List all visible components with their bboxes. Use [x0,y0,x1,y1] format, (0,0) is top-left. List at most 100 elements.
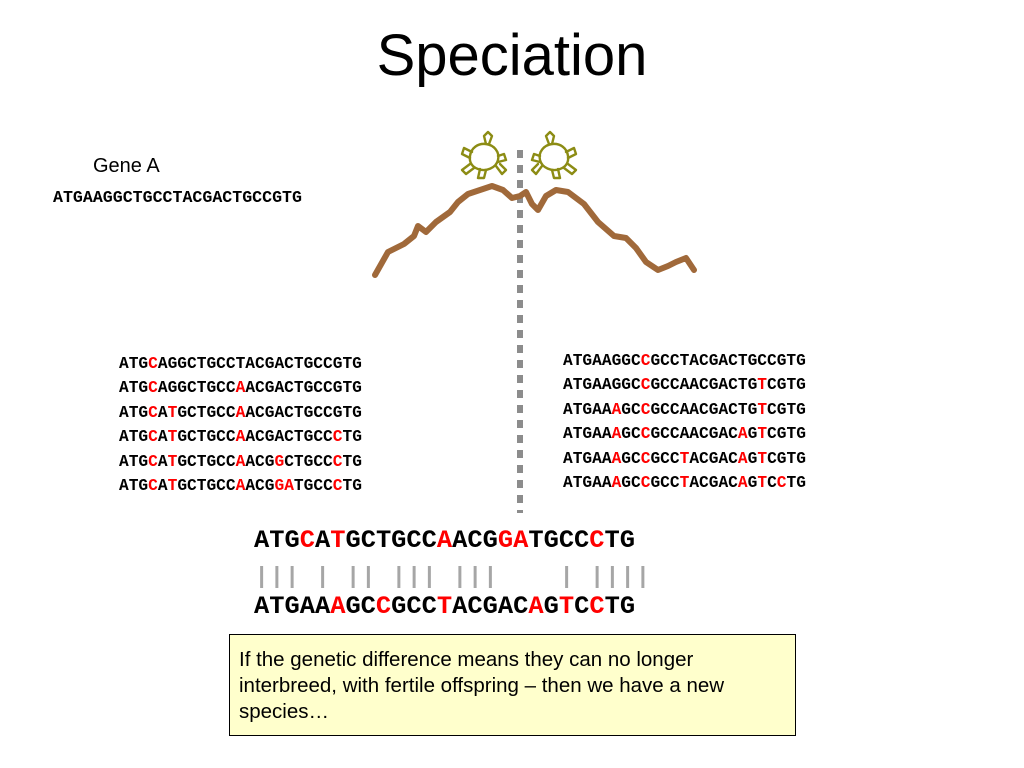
mutation-base: A [611,449,622,468]
base-run: A [157,476,168,495]
base-run: CGTG [767,400,806,419]
base-run: CGTG [767,376,806,395]
base-run: TG [786,473,806,492]
mutation-base: G [274,452,285,471]
mutation-base: A [235,476,246,495]
base-run: GCCAACGACTG [650,376,758,395]
mutation-base: A [235,428,246,447]
mutation-base: A [235,379,246,398]
base-run: TG [342,452,362,471]
base-run: TGCC [528,526,590,555]
sequence-row: ATGCATGCTGCCAACGGATGCCCTG [119,474,362,498]
base-run: AGGCTGCCTACGACTGCCGTG [157,355,362,373]
mutation-base: C [148,452,158,471]
base-run: GCTGCC [177,452,236,471]
mutation-base: T [167,476,178,495]
mutation-base: A [436,526,453,555]
base-run: A [157,403,168,422]
base-run: GC [621,449,641,468]
base-run: TGCC [293,476,333,495]
base-run: AGGCTGCC [157,379,236,398]
base-run: ATGAA [563,425,612,444]
mutation-base: C [299,526,315,555]
base-run: ATGAA [563,473,612,492]
base-run: GCC [650,449,680,468]
comparison-bottom-sequence: ATGAAAGCCGCCTACGACAGTCCTG [254,592,635,621]
sequence-row: ATGCAGGCTGCCAACGACTGCCGTG [119,376,362,400]
base-run: TG [604,592,636,621]
base-run: ATGAAGGC [563,352,641,370]
mutation-base: T [167,428,178,447]
base-run: GC [621,473,641,492]
base-run: GCTGCC [177,428,236,447]
base-run: TG [342,428,362,447]
sequence-row: ATGAAAGCCGCCAACGACTGTCGTG [563,398,806,422]
base-run: GCCTACGACTGCCGTG [650,352,806,370]
base-run: CTGCC [284,452,333,471]
base-run: ACGACTGCCGTG [245,379,362,398]
mutation-base: C [589,592,605,621]
mutation-base: C [148,476,158,495]
mutation-base: GA [274,476,294,495]
mutation-base: A [330,592,346,621]
mutation-base: T [757,473,768,492]
mutation-base: T [757,400,768,419]
base-run: GCC [391,592,437,621]
mutation-base: C [640,352,651,370]
sequence-row: ATGAAAGCCGCCTACGACAGTCCTG [563,471,806,495]
base-run: GCC [650,473,680,492]
base-run: TG [342,476,362,495]
base-run: ATG [119,355,149,373]
mutation-base: C [640,400,651,419]
mutation-base: C [375,592,392,621]
base-run: ACGAC [452,592,529,621]
mutation-base: C [332,476,343,495]
base-run: CGTG [767,449,806,468]
mutation-base: A [737,473,748,492]
sequence-row: ATGCATGCTGCCAACGGCTGCCCTG [119,450,362,474]
mutation-base: C [640,449,651,468]
sequence-row: ATGAAAGCCGCCAACGACAGTCGTG [563,422,806,446]
mutation-base: A [737,425,748,444]
base-run: CGTG [767,425,806,444]
mutation-base: A [611,400,622,419]
mutation-base: C [148,379,158,398]
sequence-row: ATGCAGGCTGCCTACGACTGCCGTG [119,352,362,376]
base-run: G [747,473,758,492]
sequence-row: ATGAAGGCCGCCTACGACTGCCGTG [563,349,806,373]
base-run: C [767,473,777,492]
mutation-base: T [330,526,346,555]
mutation-base: C [148,355,158,373]
base-run: G [747,425,758,444]
note-text: If the genetic difference means they can… [239,648,725,723]
mutation-base: T [167,452,178,471]
base-run: GCTGCC [177,403,236,422]
mutation-base: A [611,473,622,492]
mutation-base: T [757,449,768,468]
base-run: ACG [245,452,275,471]
mutation-base: C [148,403,158,422]
slide-title: Speciation [376,23,648,88]
base-run: C [574,592,590,621]
mutation-base: A [611,425,622,444]
base-run: A [157,428,168,447]
base-run: ACG [452,526,498,555]
turtle-left-icon [460,130,508,180]
mutation-base: C [640,376,651,395]
base-run: G [543,592,559,621]
mutation-base: C [332,428,343,447]
base-run: ATG [119,379,149,398]
mutation-base: A [528,592,544,621]
mutation-base: C [640,473,651,492]
mutation-base: C [332,452,343,471]
comparison-top-sequence: ATGCATGCTGCCAACGGATGCCCTG [254,526,635,555]
mutation-base: C [148,428,158,447]
base-run: GC [621,425,641,444]
gene-sequence: ATGAAGGCTGCCTACGACTGCCGTG [53,188,302,207]
mutation-base: C [589,526,605,555]
mutation-base: T [558,592,575,621]
